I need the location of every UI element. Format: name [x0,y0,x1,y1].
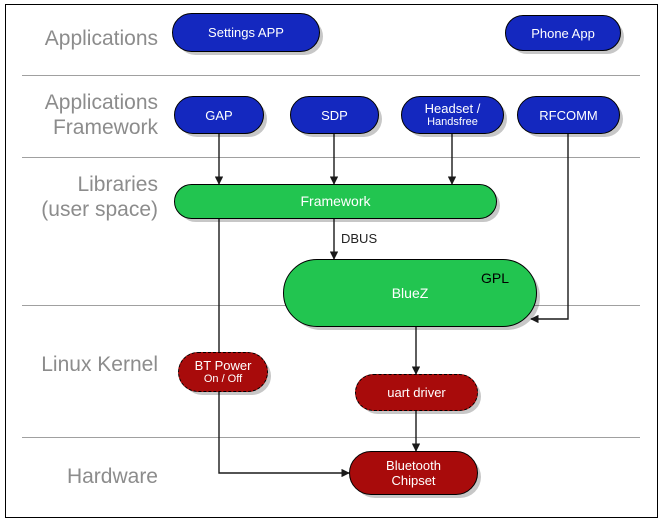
node-bluetooth-chipset-label-secondary: Chipset [391,473,436,488]
dbus-edge-label: DBUS [341,231,378,246]
node-rfcomm-label: RFCOMM [539,107,598,123]
node-phone-app-label: Phone App [531,25,595,41]
node-phone-app[interactable]: Phone App [505,15,621,51]
gpl-annotation: GPL [481,270,510,286]
node-uart-driver-label: uart driver [387,385,446,400]
layer-label-libraries: Libraries (user space) [41,173,158,221]
node-bluez-label: BlueZ [391,284,429,301]
node-bluetooth-chipset-label-primary: Bluetooth [386,458,441,473]
node-bluetooth-chipset[interactable]: Bluetooth Chipset [349,451,478,495]
node-bt-power[interactable]: BT Power On / Off [178,352,268,392]
node-settings-app[interactable]: Settings APP [172,13,320,52]
node-framework-label: Framework [300,193,371,209]
node-settings-app-label: Settings APP [208,25,284,40]
layer-label-hardware: Hardware [66,465,158,488]
node-framework[interactable]: Framework [174,184,497,219]
node-bt-power-label-secondary: On / Off [203,373,243,385]
layer-label-applications: Applications [44,27,158,50]
node-headset-handsfree-label-primary: Headset / [424,101,481,116]
node-gap-label: GAP [205,107,233,123]
band-separator-framework [22,157,640,158]
node-headset-handsfree[interactable]: Headset / Handsfree [401,96,504,134]
layer-label-linux-kernel: Linux Kernel [41,353,158,376]
band-separator-applications [22,75,640,76]
layer-label-applications-framework: Applications Framework [44,91,158,139]
node-rfcomm[interactable]: RFCOMM [517,96,620,134]
band-separator-kernel [22,437,640,438]
node-sdp-label: SDP [321,107,348,123]
node-sdp[interactable]: SDP [290,96,379,134]
node-bt-power-label-primary: BT Power [194,358,252,373]
diagram-outer-frame [5,4,658,518]
node-gap[interactable]: GAP [174,96,264,134]
node-uart-driver[interactable]: uart driver [355,374,478,411]
node-headset-handsfree-label-secondary: Handsfree [427,116,478,128]
